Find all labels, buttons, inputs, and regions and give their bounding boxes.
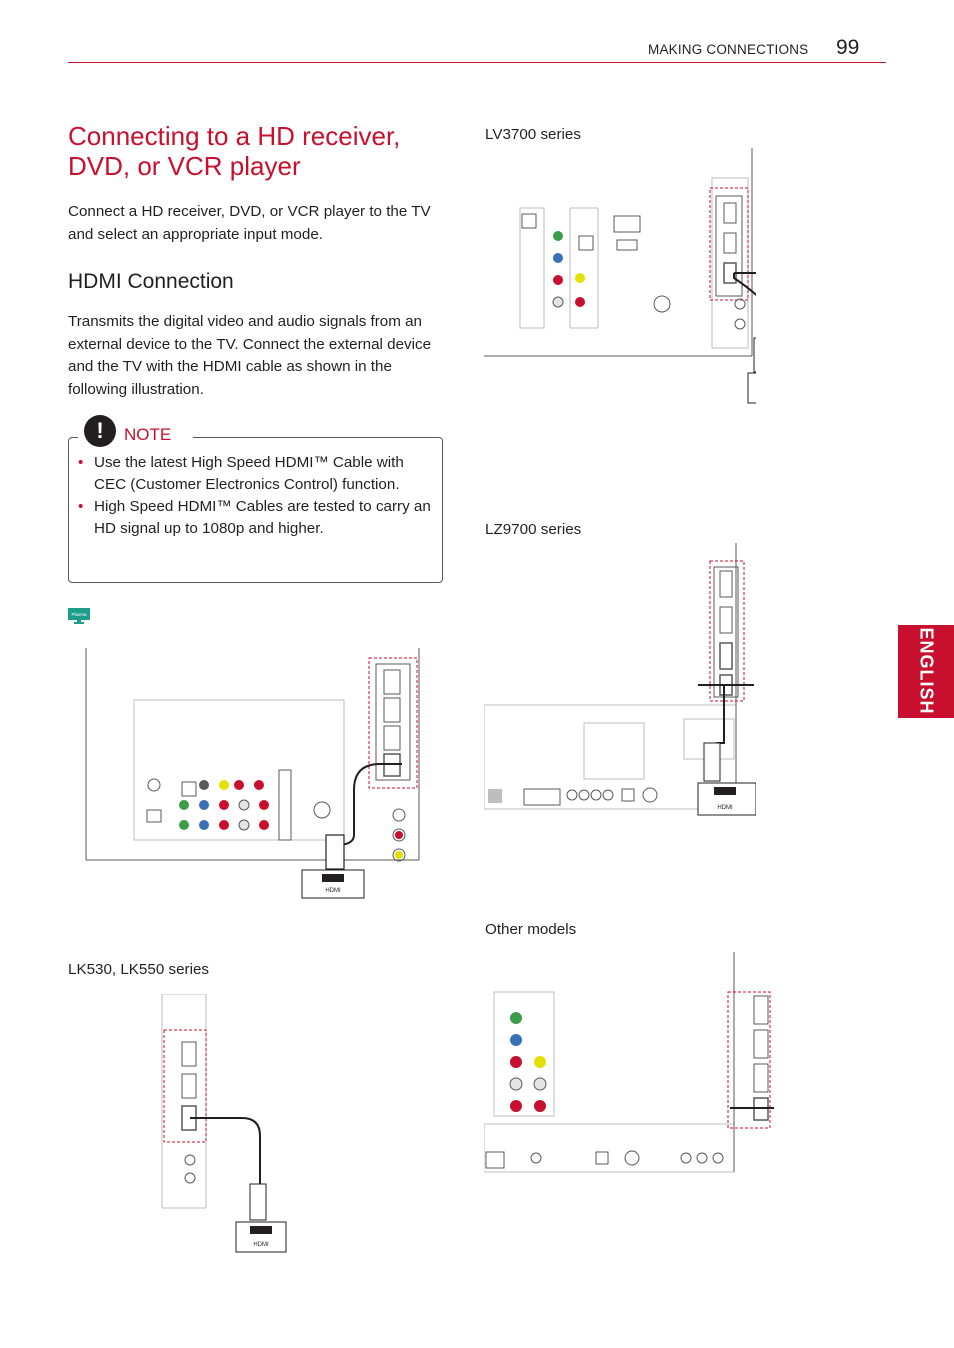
plasma-badge: Plasma	[71, 612, 87, 617]
note-item-text: Use the latest High Speed HDMI™ Cable wi…	[94, 454, 404, 493]
diagram-other-models: HDMI	[484, 952, 774, 1173]
diagram-lz9700: HDMI	[484, 543, 756, 816]
section-body: Transmits the digital video and audio si…	[68, 313, 432, 398]
note-item: • Use the latest High Speed HDMI™ Cable w…	[78, 452, 433, 496]
device-label: HDMI	[253, 1242, 269, 1248]
note-box	[68, 437, 443, 583]
diagram-lv3700: HDMI	[484, 148, 756, 404]
plasma-tv-icon: Plasma	[68, 608, 90, 624]
device-label: HDMI	[717, 805, 733, 811]
note-label: NOTE	[124, 425, 172, 444]
note-item-text: High Speed HDMI™ Cables are tested to ca…	[94, 498, 431, 537]
page-number: 99	[836, 36, 860, 59]
intro-paragraph: Connect a HD receiver, DVD, or VCR playe…	[68, 203, 431, 243]
language-tab: ENGLISH	[898, 625, 954, 718]
section-title: HDMI Connection	[68, 270, 234, 293]
page-title: Connecting to a HD receiver, DVD, or VCR…	[68, 121, 401, 181]
caption-lz9700: LZ9700 series	[485, 521, 582, 538]
device-label: HDMI	[325, 888, 341, 894]
language-tab-label: ENGLISH	[916, 627, 937, 715]
exclamation-icon: !	[84, 415, 116, 447]
diagram-lk530: HDMI	[161, 994, 287, 1253]
note-item: • High Speed HDMI™ Cables are tested to c…	[78, 496, 433, 540]
caption-lv3700: LV3700 series	[485, 126, 581, 143]
bullet-icon: •	[78, 454, 84, 471]
note-list: • Use the latest High Speed HDMI™ Cable w…	[78, 452, 433, 540]
caption-other-models: Other models	[485, 921, 577, 938]
bullet-icon: •	[78, 498, 84, 515]
caption-lk530: LK530, LK550 series	[68, 961, 210, 978]
header-rule	[68, 62, 886, 63]
diagram-plasma: HDMI	[85, 648, 420, 899]
section-label: MAKING CONNECTIONS	[648, 42, 809, 57]
